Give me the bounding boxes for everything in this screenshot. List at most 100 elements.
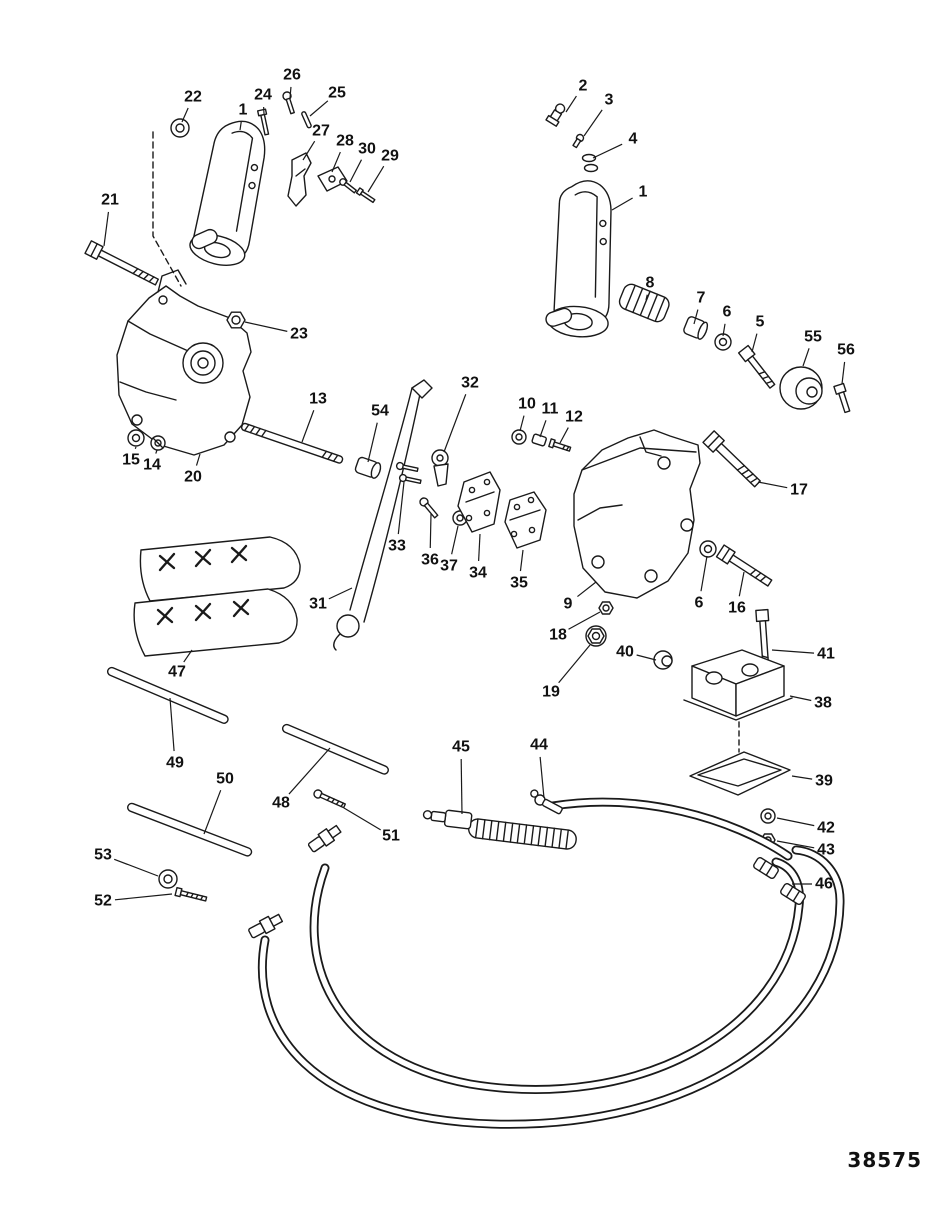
callout-40: 40 bbox=[616, 644, 634, 661]
part-clamp-pin-left bbox=[191, 228, 218, 250]
callout-34: 34 bbox=[469, 565, 487, 582]
callout-leader-34 bbox=[478, 533, 481, 562]
part-plate-35 bbox=[504, 491, 547, 549]
callout-30: 30 bbox=[358, 141, 376, 158]
part-bolt-17 bbox=[702, 430, 761, 488]
part-screw-29 bbox=[355, 187, 376, 204]
callout-leader-51 bbox=[343, 807, 381, 831]
callout-leader-25 bbox=[309, 100, 329, 117]
callout-13: 13 bbox=[309, 391, 327, 408]
callout-24: 24 bbox=[254, 87, 272, 104]
callout-leader-17 bbox=[757, 481, 788, 489]
callout-6: 6 bbox=[695, 595, 704, 612]
callout-leader-2 bbox=[565, 95, 577, 113]
part-washer-42 bbox=[760, 808, 776, 824]
callout-leader-26 bbox=[289, 86, 292, 99]
callout-2: 2 bbox=[579, 78, 588, 95]
callout-leader-15 bbox=[134, 446, 137, 450]
callout-25: 25 bbox=[328, 85, 346, 102]
drawing-number: 38575 bbox=[847, 1148, 922, 1172]
part-hose-elbow-upper bbox=[307, 824, 342, 853]
part-fitting-2 bbox=[545, 103, 566, 127]
callout-leader-7 bbox=[693, 309, 699, 325]
callout-leader-1 bbox=[611, 197, 633, 211]
callout-53: 53 bbox=[94, 847, 112, 864]
callout-leader-14 bbox=[155, 449, 158, 454]
part-washer-10 bbox=[511, 429, 527, 445]
part-screw-24 bbox=[256, 108, 270, 136]
callout-37: 37 bbox=[440, 558, 458, 575]
callout-leader-9 bbox=[577, 581, 597, 598]
callout-leader-41 bbox=[771, 649, 815, 654]
part-hose-union-46 bbox=[753, 856, 806, 906]
callout-leader-29 bbox=[367, 165, 385, 193]
callout-leader-45 bbox=[460, 758, 463, 815]
part-hose-elbow-lower bbox=[248, 913, 284, 939]
part-screw-51 bbox=[313, 789, 347, 809]
part-anchor-block-38 bbox=[683, 649, 793, 721]
callout-46: 46 bbox=[815, 876, 833, 893]
part-screw-12 bbox=[548, 438, 572, 452]
part-nut-18 bbox=[598, 601, 614, 615]
callout-52: 52 bbox=[94, 893, 112, 910]
callout-17: 17 bbox=[790, 482, 808, 499]
callout-47: 47 bbox=[168, 664, 186, 681]
part-steering-link bbox=[333, 379, 433, 651]
callout-43: 43 bbox=[817, 842, 835, 859]
callout-leader-44 bbox=[539, 756, 545, 799]
dashed-guide-left bbox=[152, 131, 182, 287]
callout-49: 49 bbox=[166, 755, 184, 772]
callout-leader-53 bbox=[113, 858, 159, 877]
part-rod-48 bbox=[281, 723, 389, 775]
part-nut-19 bbox=[585, 625, 607, 647]
callout-51: 51 bbox=[382, 828, 400, 845]
part-transom-strap bbox=[133, 536, 301, 657]
part-spacer-7 bbox=[683, 316, 709, 340]
part-bolt-16 bbox=[715, 544, 773, 587]
callout-leader-38 bbox=[789, 695, 812, 702]
part-link-clevis bbox=[431, 449, 449, 487]
callout-leader-39 bbox=[791, 775, 813, 780]
part-plate-34 bbox=[457, 471, 501, 533]
callout-leader-35 bbox=[519, 549, 524, 572]
callout-leader-54 bbox=[367, 422, 378, 463]
callout-20: 20 bbox=[184, 469, 202, 486]
callout-leader-10 bbox=[519, 415, 525, 432]
part-washer-15 bbox=[127, 429, 145, 447]
part-coupler-8 bbox=[618, 283, 670, 323]
callout-36: 36 bbox=[421, 552, 439, 569]
callout-leader-23 bbox=[244, 321, 288, 332]
callout-leader-31 bbox=[328, 587, 353, 600]
part-washer-6b bbox=[699, 540, 717, 558]
part-stud-13 bbox=[240, 422, 344, 464]
callout-leader-28 bbox=[331, 151, 341, 173]
callout-leader-1 bbox=[239, 121, 242, 131]
callout-leader-21 bbox=[103, 211, 110, 247]
callout-16: 16 bbox=[728, 600, 746, 617]
callout-28: 28 bbox=[336, 133, 354, 150]
callout-41: 41 bbox=[817, 646, 835, 663]
callout-leader-19 bbox=[558, 644, 591, 684]
part-screws-33 bbox=[395, 461, 422, 485]
callout-56: 56 bbox=[837, 342, 855, 359]
part-clamp-pin-right bbox=[545, 307, 573, 327]
part-screw-36 bbox=[419, 497, 439, 519]
part-screw-52 bbox=[174, 886, 208, 902]
callout-leader-43 bbox=[776, 840, 815, 849]
callout-leader-50 bbox=[203, 789, 222, 835]
callout-7: 7 bbox=[697, 290, 706, 307]
part-fitting-3 bbox=[572, 133, 585, 149]
callout-48: 48 bbox=[272, 795, 290, 812]
callout-leader-36 bbox=[429, 513, 432, 549]
part-screw-56 bbox=[833, 382, 851, 414]
part-hose-fitting-45 bbox=[422, 809, 473, 830]
callout-26: 26 bbox=[283, 67, 301, 84]
callout-leader-55 bbox=[802, 348, 810, 367]
part-bolt-5 bbox=[737, 344, 776, 389]
callout-leader-40 bbox=[636, 654, 657, 661]
callout-23: 23 bbox=[290, 326, 308, 343]
part-washer-14 bbox=[150, 435, 166, 451]
part-spacer-54 bbox=[354, 456, 382, 479]
